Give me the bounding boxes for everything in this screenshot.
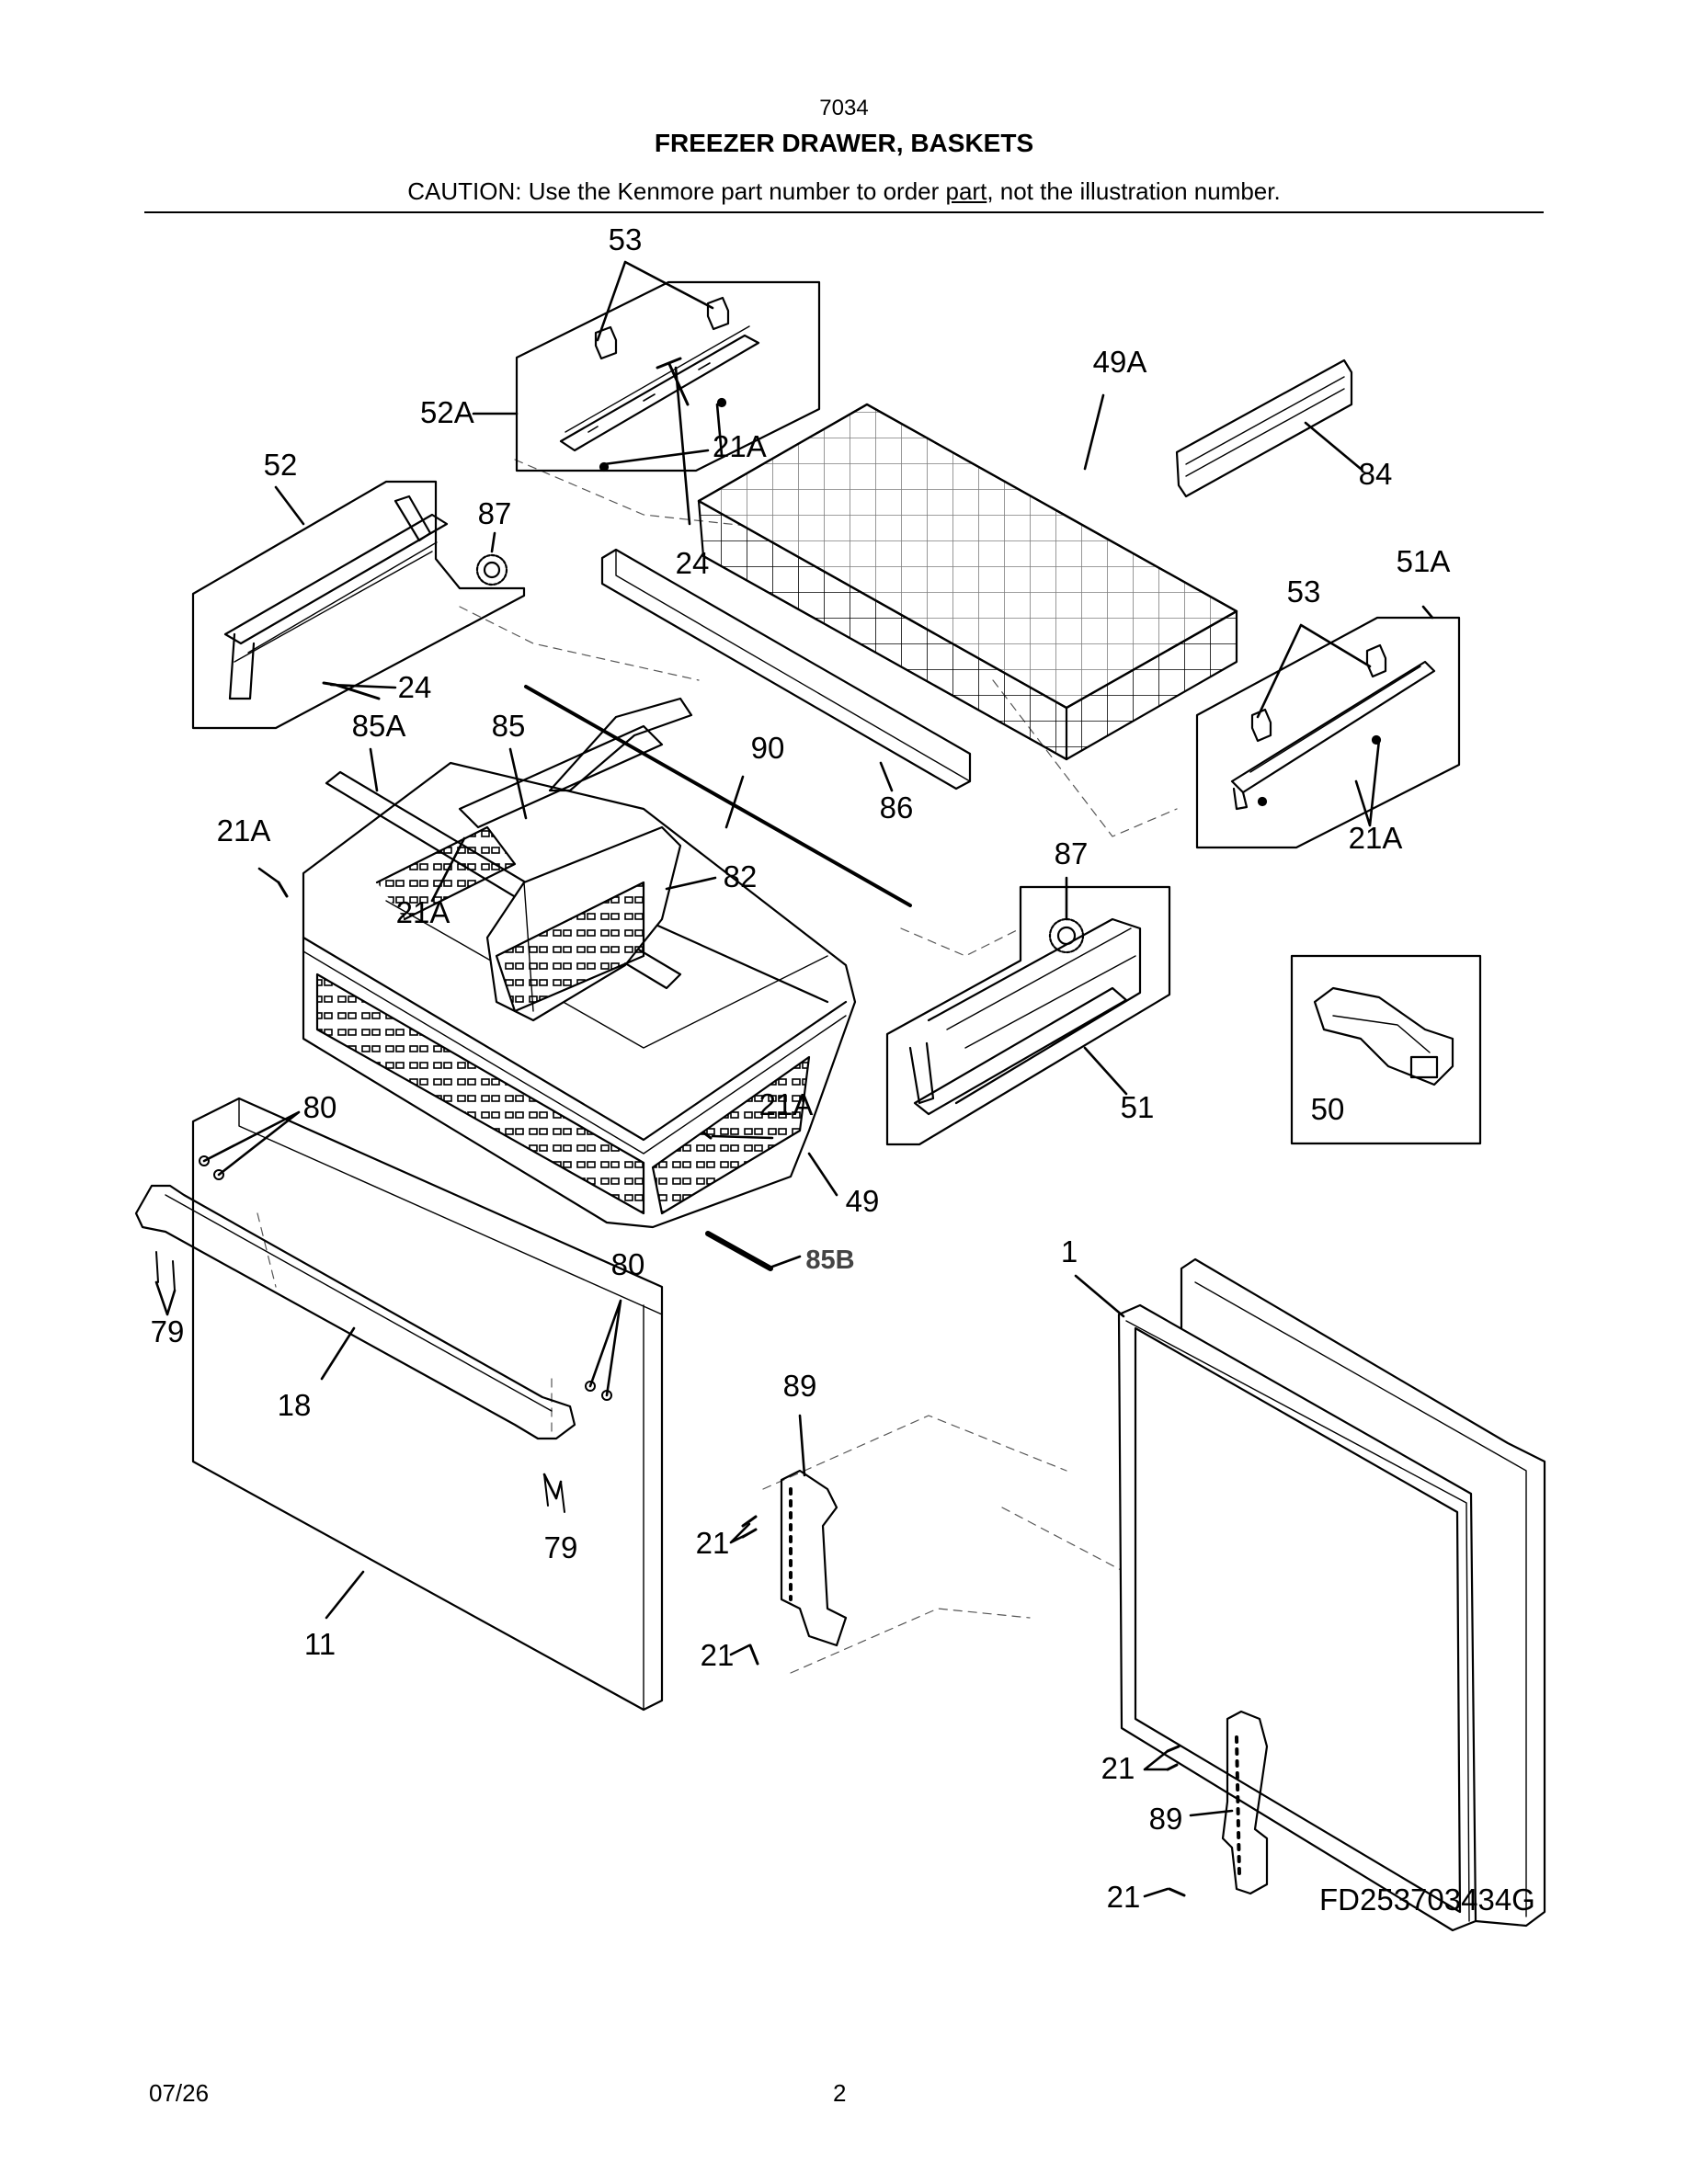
callout-51a: 51A xyxy=(1397,544,1451,578)
slide-rail-51a xyxy=(1230,660,1436,794)
callout-82: 82 xyxy=(724,859,758,893)
screws-80-79 xyxy=(155,1155,612,1513)
callout-86: 86 xyxy=(880,791,914,825)
footer-page-number: 2 xyxy=(833,2079,847,2107)
callout-21a: 21A xyxy=(1349,821,1403,855)
rod-24-mid xyxy=(656,357,690,406)
caution-note: CAUTION: Use the Kenmore part number to … xyxy=(0,177,1688,206)
callout-49: 49 xyxy=(846,1184,880,1218)
slide-assembly-52-box xyxy=(191,480,526,730)
handle-18 xyxy=(134,1184,576,1440)
screw-21a-left xyxy=(277,881,289,898)
callout-79: 79 xyxy=(151,1314,185,1348)
rod-90 xyxy=(524,685,912,907)
wire-basket-49a xyxy=(697,403,1238,761)
callout-89: 89 xyxy=(783,1369,817,1403)
callout-51: 51 xyxy=(1121,1090,1155,1124)
callout-52: 52 xyxy=(264,448,298,482)
rail-86 xyxy=(600,548,972,791)
model-number: 7034 xyxy=(819,96,869,120)
callout-21a: 21A xyxy=(217,813,271,847)
screw-21a-front xyxy=(701,1131,713,1140)
header-rule xyxy=(144,211,1544,213)
callout-21: 21 xyxy=(1101,1751,1135,1785)
caution-prefix: CAUTION: Use the Kenmore part number to … xyxy=(407,177,946,205)
callout-90: 90 xyxy=(751,731,785,765)
callout-24: 24 xyxy=(676,546,710,580)
callout-79: 79 xyxy=(544,1530,578,1564)
callout-18: 18 xyxy=(278,1388,312,1422)
callout-21a: 21A xyxy=(759,1087,814,1121)
gasket-1 xyxy=(1117,1303,1477,1932)
callout-21: 21 xyxy=(696,1526,730,1560)
callout-50: 50 xyxy=(1311,1092,1345,1126)
callout-21a: 21A xyxy=(396,895,451,929)
clip-53-left xyxy=(594,325,618,360)
slide-rail-52a xyxy=(559,334,760,452)
callout-49a: 49A xyxy=(1093,345,1147,379)
basket-49 xyxy=(302,761,857,1229)
part-50-box xyxy=(1290,954,1482,1145)
divider-85 xyxy=(458,697,693,829)
caution-link[interactable]: part xyxy=(945,177,987,205)
callout-21a: 21A xyxy=(713,429,767,463)
caution-suffix: , not the illustration number. xyxy=(987,177,1281,205)
clip-53-r-right xyxy=(1365,643,1387,678)
callout-21: 21 xyxy=(1107,1880,1141,1914)
drawer-front-11 xyxy=(191,1097,664,1712)
callout-87: 87 xyxy=(1055,836,1089,870)
slide-assembly-52a-box xyxy=(515,280,821,472)
gear-87-right xyxy=(1048,917,1085,954)
divider-82 xyxy=(485,825,682,1022)
callout-87: 87 xyxy=(478,496,512,530)
page-title: FREEZER DRAWER, BASKETS xyxy=(654,129,1034,157)
bracket-89-mid xyxy=(741,1469,848,1666)
clip-53-right xyxy=(706,296,730,331)
slide-release-lever xyxy=(393,495,432,542)
leader-lines xyxy=(154,260,1434,1898)
figure-code: FD253703434G xyxy=(1319,1883,1535,1917)
callout-80: 80 xyxy=(611,1247,645,1281)
rod-85b xyxy=(705,1231,773,1271)
callout-labels: 53 52A 21A 52 87 24 49A 84 51A 53 24 85A… xyxy=(151,222,1535,1917)
callout-21: 21 xyxy=(701,1638,735,1672)
callout-52a: 52A xyxy=(420,395,474,429)
bracket-89-right xyxy=(1166,1710,1269,1897)
callout-85b: 85B xyxy=(805,1246,854,1275)
callout-1: 1 xyxy=(1061,1234,1078,1268)
footer-date: 07/26 xyxy=(149,2079,210,2107)
callout-53: 53 xyxy=(1287,574,1321,609)
slide-rail-51 xyxy=(913,986,1128,1116)
callout-84: 84 xyxy=(1359,457,1393,491)
callout-53: 53 xyxy=(609,222,643,256)
callout-89: 89 xyxy=(1149,1802,1183,1836)
slide-rail-52 xyxy=(223,513,449,645)
part-50-bracket xyxy=(1313,986,1454,1086)
slide-assembly-51-box xyxy=(885,885,1171,1146)
part-84-divider xyxy=(1175,358,1353,498)
callout-85a: 85A xyxy=(352,709,406,743)
callout-11: 11 xyxy=(304,1627,336,1661)
clip-53-r-left xyxy=(1250,708,1272,743)
screw-21a-top-1 xyxy=(716,397,727,408)
callout-24: 24 xyxy=(398,670,432,704)
callout-85: 85 xyxy=(492,709,526,743)
callout-80: 80 xyxy=(303,1090,337,1124)
gear-87-left xyxy=(475,553,508,586)
slide-assembly-51a-box xyxy=(1195,616,1461,849)
